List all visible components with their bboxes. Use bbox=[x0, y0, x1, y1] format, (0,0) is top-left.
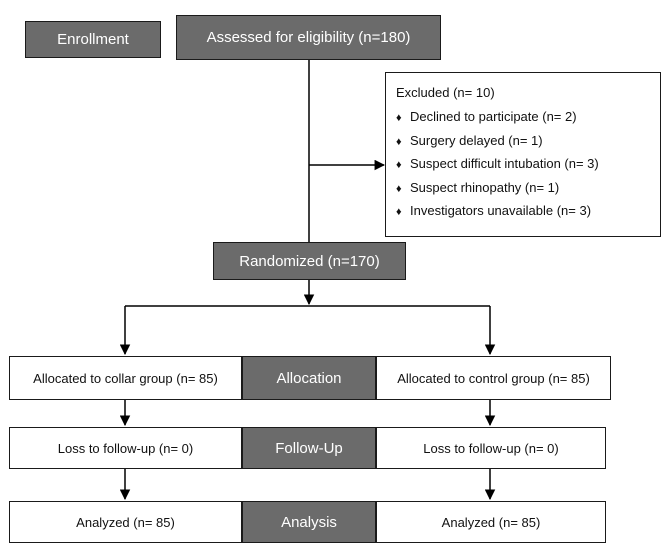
collar-allocated-box: Allocated to collar group (n= 85) bbox=[9, 356, 242, 400]
collar-followup-text: Loss to follow-up (n= 0) bbox=[57, 440, 194, 456]
diamond-bullet-icon: ♦ bbox=[396, 135, 402, 148]
excluded-reason-text: Surgery delayed (n= 1) bbox=[410, 132, 543, 148]
control-allocated-box: Allocated to control group (n= 85) bbox=[376, 356, 611, 400]
collar-analyzed-text: Analyzed (n= 85) bbox=[76, 514, 175, 530]
diamond-bullet-icon: ♦ bbox=[396, 112, 402, 124]
randomized-text: Randomized (n=170) bbox=[239, 252, 380, 270]
allocation-label-text: Allocation bbox=[276, 369, 342, 387]
excluded-title: Excluded (n= 10) bbox=[396, 85, 495, 100]
excluded-reasons-list: ♦ Declined to participate (n= 2) ♦ Surgery… bbox=[396, 107, 660, 225]
excluded-reason-item: ♦ Surgery delayed (n= 1) bbox=[396, 131, 660, 155]
excluded-reason-item: ♦ Investigators unavailable (n= 3) bbox=[396, 201, 660, 225]
control-analyzed-box: Analyzed (n= 85) bbox=[376, 501, 606, 543]
excluded-reason-text: Declined to participate (n= 2) bbox=[410, 109, 577, 124]
control-followup-text: Loss to follow-up (n= 0) bbox=[423, 440, 559, 456]
follow-up-stage-label: Follow-Up bbox=[242, 427, 376, 469]
assessed-text: Assessed for eligibility (n=180) bbox=[206, 29, 411, 46]
control-allocated-text: Allocated to control group (n= 85) bbox=[397, 370, 590, 386]
enrollment-stage-label: Enrollment bbox=[25, 21, 161, 58]
excluded-reason-item: ♦ Suspect rhinopathy (n= 1) bbox=[396, 178, 660, 202]
analysis-stage-label: Analysis bbox=[242, 501, 376, 543]
enrollment-label-text: Enrollment bbox=[57, 31, 129, 48]
diamond-bullet-icon: ♦ bbox=[396, 159, 402, 171]
excluded-box: Excluded (n= 10) ♦ Declined to participat… bbox=[385, 72, 661, 237]
assessed-box: Assessed for eligibility (n=180) bbox=[176, 15, 441, 60]
collar-allocated-text: Allocated to collar group (n= 85) bbox=[33, 370, 218, 386]
diamond-bullet-icon: ♦ bbox=[396, 182, 402, 195]
diamond-bullet-icon: ♦ bbox=[396, 206, 402, 218]
control-followup-box: Loss to follow-up (n= 0) bbox=[376, 427, 606, 469]
analysis-label-text: Analysis bbox=[281, 513, 337, 531]
follow-up-label-text: Follow-Up bbox=[275, 439, 343, 457]
collar-followup-box: Loss to follow-up (n= 0) bbox=[9, 427, 242, 469]
collar-analyzed-box: Analyzed (n= 85) bbox=[9, 501, 242, 543]
excluded-reason-item: ♦ Declined to participate (n= 2) bbox=[396, 107, 660, 131]
excluded-reason-item: ♦ Suspect difficult intubation (n= 3) bbox=[396, 154, 660, 178]
excluded-reason-text: Suspect rhinopathy (n= 1) bbox=[410, 179, 560, 195]
control-analyzed-text: Analyzed (n= 85) bbox=[441, 514, 541, 530]
excluded-reason-text: Investigators unavailable (n= 3) bbox=[410, 203, 592, 218]
allocation-stage-label: Allocation bbox=[242, 356, 376, 400]
randomized-box: Randomized (n=170) bbox=[213, 242, 406, 280]
excluded-reason-text: Suspect difficult intubation (n= 3) bbox=[410, 156, 599, 171]
